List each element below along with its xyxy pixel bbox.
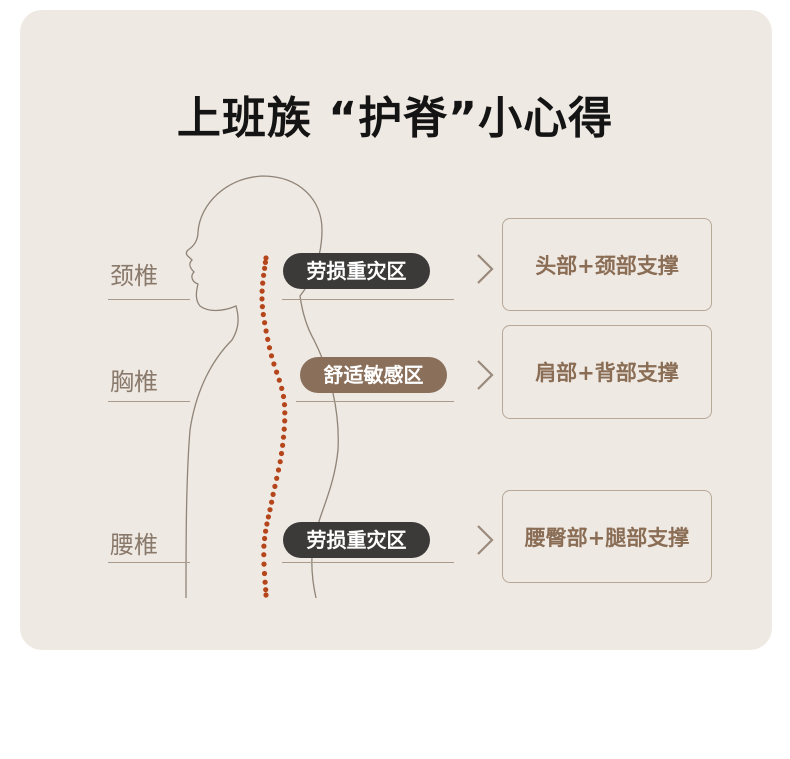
spine-dot bbox=[277, 459, 283, 465]
spine-dot bbox=[261, 570, 268, 577]
spine-dot bbox=[260, 280, 266, 286]
spine-dot bbox=[259, 288, 265, 294]
spine-dot bbox=[280, 434, 287, 440]
spine-dot bbox=[281, 426, 287, 432]
spine-dot bbox=[262, 320, 268, 326]
spine-dot bbox=[261, 543, 267, 549]
region-rule bbox=[108, 401, 190, 402]
spine-dot bbox=[282, 410, 288, 416]
spine-dot bbox=[265, 514, 271, 520]
spine-dot bbox=[281, 402, 288, 408]
region-rule bbox=[108, 562, 190, 563]
spine-dot bbox=[268, 353, 275, 359]
spine-dot bbox=[279, 385, 285, 391]
spine-dot bbox=[261, 561, 267, 567]
spine-dot bbox=[262, 535, 268, 542]
zone-rule bbox=[296, 401, 454, 402]
zone-rule bbox=[282, 299, 454, 300]
spine-dot bbox=[280, 442, 286, 448]
region-label-cervical: 颈椎 bbox=[110, 262, 158, 290]
zone-tag-cervical: 劳损重灾区 bbox=[283, 253, 430, 289]
spine-dot bbox=[276, 377, 282, 383]
spine-dot bbox=[278, 450, 285, 457]
region-rule bbox=[108, 299, 190, 300]
spine-dot bbox=[275, 467, 282, 473]
spine-dot bbox=[265, 336, 271, 342]
spine-dot bbox=[280, 393, 287, 400]
spine-dot bbox=[262, 259, 268, 265]
spine-dot bbox=[272, 483, 278, 489]
chevron-right-icon bbox=[477, 360, 494, 390]
spine-dot bbox=[267, 507, 273, 513]
spine-dot bbox=[259, 296, 265, 302]
spine-dot bbox=[259, 304, 265, 310]
spine-dot bbox=[271, 361, 277, 367]
support-box-cervical: 头部+颈部支撑 bbox=[502, 218, 712, 311]
spine-dot bbox=[270, 491, 276, 497]
region-label-lumbar: 腰椎 bbox=[110, 531, 158, 559]
spine-dot bbox=[263, 592, 269, 598]
spine-dot bbox=[262, 579, 268, 585]
zone-tag-lumbar: 劳损重灾区 bbox=[283, 522, 430, 558]
spine-dot bbox=[282, 418, 288, 424]
zone-rule bbox=[282, 562, 454, 563]
spine-dot bbox=[263, 528, 269, 534]
page-title: 上班族 “护脊”小心得 bbox=[176, 93, 614, 144]
support-box-thoracic: 肩部+背部支撑 bbox=[502, 325, 712, 419]
spine-dot bbox=[263, 255, 269, 261]
spine-dot bbox=[266, 345, 273, 351]
zone-tag-thoracic: 舒适敏感区 bbox=[300, 357, 447, 393]
spine-dot bbox=[263, 328, 269, 334]
spine-dot bbox=[263, 587, 269, 593]
spine-dot bbox=[269, 499, 275, 505]
region-label-thoracic: 胸椎 bbox=[110, 368, 158, 396]
spine-dot bbox=[261, 552, 267, 558]
support-box-lumbar: 腰臀部+腿部支撑 bbox=[502, 490, 712, 583]
spine-dot bbox=[274, 475, 280, 481]
spine-dot bbox=[261, 272, 267, 278]
spine-dot bbox=[260, 311, 266, 318]
chevron-right-icon bbox=[477, 525, 494, 555]
spine-dots bbox=[259, 255, 288, 598]
spine-dot bbox=[262, 265, 268, 271]
spine-dot bbox=[274, 369, 280, 375]
spine-dot bbox=[264, 521, 270, 527]
chevron-right-icon bbox=[477, 254, 494, 284]
